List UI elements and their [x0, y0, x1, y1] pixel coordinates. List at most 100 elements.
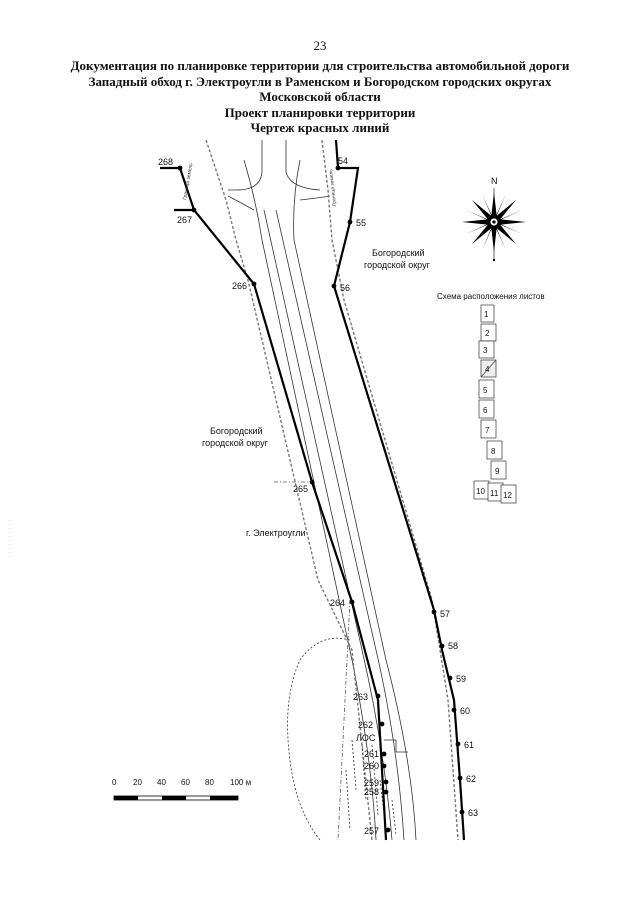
point-56	[331, 283, 337, 289]
point-label-62: 62	[466, 774, 476, 784]
point-label-260: 260	[364, 761, 379, 771]
red-line-right	[332, 139, 466, 841]
point-59	[447, 675, 453, 681]
title-line-1: Документация по планировке территории дл…	[70, 58, 570, 73]
area-label-bogorodsky-right-1: Богородский	[372, 248, 425, 258]
point-label-257: 257	[364, 826, 379, 836]
red-lines	[160, 139, 466, 841]
point-label-264: 264	[330, 598, 345, 608]
point-63	[459, 809, 465, 815]
area-label-bogorodsky-left-1: Богородский	[210, 426, 263, 436]
point-55	[347, 219, 353, 225]
point-60	[451, 707, 457, 713]
point-label-265: 265	[293, 484, 308, 494]
point-label-263: 263	[353, 692, 368, 702]
scale-tick-40: 40	[157, 778, 166, 787]
point-label-266: 266	[232, 281, 247, 291]
point-label-58: 58	[448, 641, 458, 651]
point-260	[381, 763, 387, 769]
scale-bar: 0 20 40 60 80 100 м	[112, 778, 251, 801]
sheet-scheme	[473, 304, 517, 504]
sheet-label-4: 4	[485, 365, 490, 374]
scale-tick-60: 60	[181, 778, 190, 787]
point-label-262: 262	[358, 720, 373, 730]
scale-tick-100: 100 м	[230, 778, 251, 787]
point-258	[383, 789, 389, 795]
sheet-7	[480, 419, 497, 439]
sheet-scheme-title: Схема расположения листов	[437, 292, 545, 301]
sheet-label-12: 12	[503, 491, 512, 500]
sheet-5	[478, 379, 495, 399]
sheet-label-11: 11	[490, 489, 499, 498]
point-54	[335, 165, 341, 171]
sheet-1	[480, 304, 495, 323]
point-label-63: 63	[468, 808, 478, 818]
compass-rose: N	[462, 176, 526, 262]
admin-boundary-vertical	[337, 599, 351, 841]
page-number: 23	[313, 38, 327, 53]
title-line-5: Чертеж красных линий	[250, 120, 390, 136]
document-title: Документация по планировке территории дл…	[40, 58, 600, 136]
point-label-267: 267	[177, 215, 192, 225]
los-structure	[384, 739, 408, 753]
sheet-label-9: 9	[495, 467, 500, 476]
point-266	[251, 281, 257, 287]
point-264	[349, 599, 355, 605]
sheet-label-8: 8	[491, 447, 496, 456]
point-261	[381, 751, 387, 757]
sheet-12	[500, 484, 517, 504]
sheet-label-3: 3	[483, 346, 488, 355]
left-points: 268 267 266 265 264 263 262 261 260 259 …	[158, 157, 391, 836]
right-points: 54 55 56 57 58 59 60 61 62 63	[331, 156, 478, 818]
point-268	[177, 165, 183, 171]
point-265	[309, 479, 315, 485]
point-62	[457, 775, 463, 781]
sheet-label-7: 7	[485, 426, 490, 435]
area-label-bogorodsky-right-2: городской округ	[364, 260, 431, 270]
sheet-label-6: 6	[483, 406, 488, 415]
point-label-54: 54	[338, 156, 348, 166]
point-label-55: 55	[356, 218, 366, 228]
territory-boundary-dashed	[205, 139, 459, 841]
point-267	[191, 207, 197, 213]
sheet-9	[490, 460, 507, 480]
sheet-label-5: 5	[483, 386, 488, 395]
sheet-6	[478, 399, 495, 419]
sheet-scheme-labels: 1 2 3 4 5 6 7 8 9 10 11 12	[476, 310, 512, 500]
area-label-elektrougli: г. Электроугли	[246, 528, 306, 538]
scale-tick-0: 0	[112, 778, 117, 787]
point-label-61: 61	[464, 740, 474, 750]
road-edges	[227, 140, 417, 841]
point-label-56: 56	[340, 283, 350, 293]
point-61	[455, 741, 461, 747]
red-line-left	[160, 166, 388, 841]
scale-tick-20: 20	[133, 778, 142, 787]
scale-tick-80: 80	[205, 778, 214, 787]
point-label-60: 60	[460, 706, 470, 716]
point-label-59: 59	[456, 674, 466, 684]
point-label-261: 261	[364, 749, 379, 759]
los-zone-boundary	[287, 637, 397, 841]
right-boundary-label: Граница земель	[328, 168, 338, 206]
point-262	[379, 721, 385, 727]
title-line-3: Московской области	[259, 89, 381, 105]
sheet-8	[486, 440, 503, 460]
compass-north-label: N	[491, 176, 498, 186]
sheet-label-1: 1	[484, 310, 489, 319]
point-label-258: 258	[364, 787, 379, 797]
sheet-label-2: 2	[485, 329, 490, 338]
sheet-label-10: 10	[476, 487, 485, 496]
point-263	[375, 693, 381, 699]
point-58	[439, 643, 445, 649]
compass-star-icon	[462, 192, 526, 252]
point-label-57: 57	[440, 609, 450, 619]
point-label-268: 268	[158, 157, 173, 167]
area-label-bogorodsky-left-2: городской округ	[202, 438, 269, 448]
point-259	[383, 779, 389, 785]
title-line-2: Западный обход г. Электроугли в Раменско…	[88, 73, 552, 89]
sheet-3	[478, 340, 495, 359]
point-label-259: 259	[364, 778, 379, 788]
point-57	[431, 609, 437, 615]
point-257	[385, 827, 391, 833]
title-line-4: Проект планировки территории	[224, 104, 416, 120]
